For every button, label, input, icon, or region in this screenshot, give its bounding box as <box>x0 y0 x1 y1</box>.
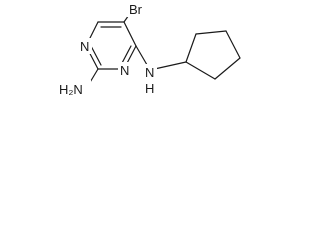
bond-c5-c4 <box>123 21 137 47</box>
atom-amine-h2n: H₂N <box>59 82 83 97</box>
bond-cp2-cp3 <box>195 30 227 35</box>
atom-br: Br <box>129 2 143 17</box>
atom-nh-h: H <box>145 81 154 96</box>
bond-cp5-cp1 <box>185 61 216 80</box>
chemical-structure: Br N N H₂N N H <box>57 1 241 98</box>
substituent-bonds <box>85 11 187 90</box>
double-bond-c2-n1 <box>90 45 102 66</box>
cyclopentane-ring <box>185 30 241 80</box>
double-bond-c4-n3 <box>120 45 132 66</box>
atom-n-ring-top: N <box>80 39 89 54</box>
bond-cp4-cp5 <box>214 57 241 80</box>
atom-n-ring-bottom: N <box>120 63 129 78</box>
bond-cp3-cp4 <box>225 30 241 59</box>
atom-nh-n: N <box>145 65 154 80</box>
bond-cp1-cp2 <box>185 33 197 63</box>
pyrimidine-ring <box>85 21 137 70</box>
atom-labels: Br N N H₂N N H <box>57 1 157 98</box>
